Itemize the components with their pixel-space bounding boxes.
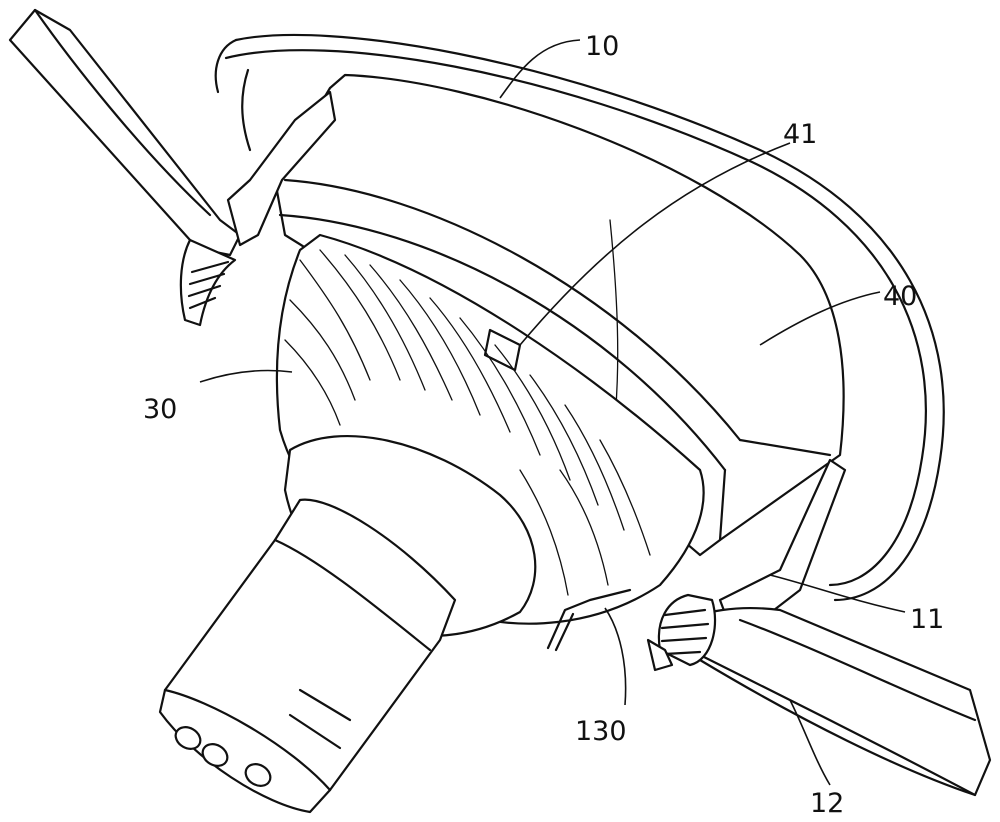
leader-lines bbox=[199, 39, 906, 786]
reference-labels: 10 41 40 30 11 130 12 bbox=[143, 31, 944, 819]
flange-ring bbox=[214, 33, 945, 602]
leader-130 bbox=[604, 607, 627, 706]
leader-12 bbox=[789, 699, 831, 786]
left-spring-clip bbox=[8, 8, 337, 327]
label-130: 130 bbox=[575, 716, 627, 747]
leader-10 bbox=[499, 39, 581, 99]
label-10: 10 bbox=[585, 31, 619, 62]
label-11: 11 bbox=[910, 604, 944, 635]
leader-30 bbox=[199, 369, 293, 383]
leader-40 bbox=[759, 291, 881, 346]
label-12: 12 bbox=[810, 788, 844, 819]
label-30: 30 bbox=[143, 394, 177, 425]
label-41: 41 bbox=[783, 119, 817, 150]
label-40: 40 bbox=[883, 281, 917, 312]
right-spring-clip bbox=[646, 458, 992, 797]
pin-connector bbox=[158, 498, 457, 814]
wire-lead bbox=[546, 588, 632, 652]
leader-41 bbox=[519, 142, 791, 346]
leader-11 bbox=[769, 574, 906, 613]
